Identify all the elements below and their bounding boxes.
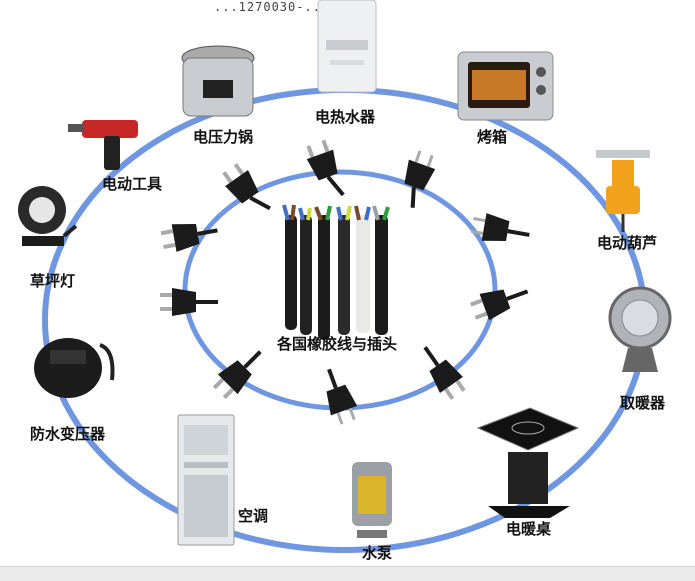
cable-bundle-icon xyxy=(282,204,390,340)
air-conditioner-icon xyxy=(177,414,235,546)
oven-icon xyxy=(457,51,554,121)
center-label: 各国橡胶线与插头 xyxy=(277,335,398,353)
plug-icon xyxy=(212,350,262,400)
header-partial-text: ...1270030-... xyxy=(214,0,330,14)
lawn-light-icon xyxy=(18,186,78,246)
label-water-pump: 水泵 xyxy=(362,544,393,562)
label-air-conditioner: 空调 xyxy=(238,507,269,525)
label-power-tool: 电动工具 xyxy=(102,175,163,193)
label-transformer: 防水变压器 xyxy=(30,425,106,443)
plug-icon xyxy=(470,289,529,321)
label-oven: 烤箱 xyxy=(477,128,508,146)
hoist-icon xyxy=(596,150,650,232)
heater-icon xyxy=(608,286,672,372)
drill-icon xyxy=(68,120,138,170)
plug-icon xyxy=(423,346,466,400)
water-pump-icon xyxy=(352,462,392,538)
plug-icon xyxy=(470,213,530,241)
plug-icon xyxy=(160,224,218,252)
label-heater: 取暖器 xyxy=(620,394,666,412)
label-pressure-cooker: 电压力锅 xyxy=(193,128,254,146)
plug-icon xyxy=(326,368,358,425)
heating-table-icon xyxy=(476,407,580,518)
plug-icon xyxy=(222,163,271,211)
plug-icon xyxy=(404,150,436,208)
label-heating-table: 电暖桌 xyxy=(506,520,552,538)
plug-icon xyxy=(306,139,345,197)
label-water-heater: 电热水器 xyxy=(315,108,376,126)
transformer-icon xyxy=(34,338,115,398)
pressure-cooker-icon xyxy=(181,45,255,117)
plug-icon xyxy=(160,288,218,316)
water-heater-icon xyxy=(317,0,377,93)
bottom-strip xyxy=(0,566,695,581)
label-lawn-light: 草坪灯 xyxy=(30,272,76,290)
label-hoist: 电动葫芦 xyxy=(597,234,658,252)
